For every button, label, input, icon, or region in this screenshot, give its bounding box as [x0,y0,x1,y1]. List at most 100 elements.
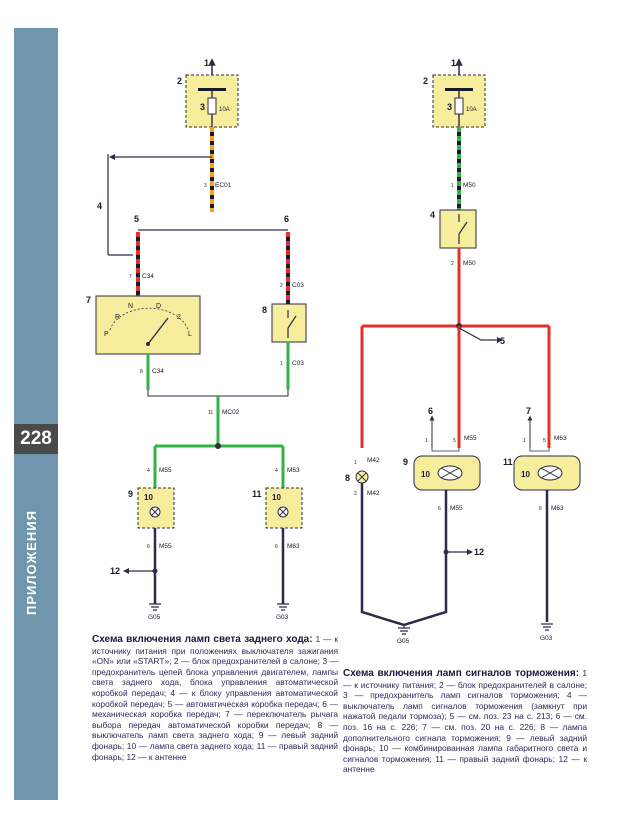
right-m42-top-pin: 1 [354,460,357,466]
left-label-5: 5 [134,214,139,224]
left-label-9: 9 [128,489,133,499]
right-g03: G03 [540,635,553,642]
left-pos-d: D [156,303,161,310]
left-m55-bot: M55 [159,543,172,550]
right-label-8: 8 [345,473,350,483]
left-c34-top: C34 [142,273,154,280]
right-wire-ground-g05 [360,483,448,627]
left-reverse-switch [271,303,307,343]
left-label-3: 3 [200,102,205,112]
left-pos-n: N [128,303,133,310]
right-busbar [445,88,473,91]
right-m55-bot: M55 [450,505,463,512]
caption-left-title: Схема включения ламп света заднего хода: [92,634,313,645]
right-fuse-rating: 10A [466,107,477,113]
left-sw8-blade [287,315,297,329]
caption-reverse-lights: Схема включения ламп света заднего хода:… [92,634,338,762]
left-ground-g03-icon [277,603,289,611]
right-label-7: 7 [526,406,531,416]
right-m55-top: M55 [464,435,477,442]
right-label-9: 9 [403,457,408,467]
left-m63-top: M63 [287,467,300,474]
right-bulb-right-cross [540,467,560,479]
left-fuse [207,97,217,115]
sidebar-strip: 228 ПРИЛОЖЕНИЯ [14,28,58,800]
left-c03-bot: C03 [292,360,304,367]
left-fuse-rating: 10A [219,107,230,113]
caption-brake-lights: Схема включения ламп сигналов торможения… [343,668,587,775]
right-brake-switch [439,209,477,249]
right-g05: G05 [397,638,410,645]
right-label-10a: 10 [421,470,430,479]
left-label-6: 6 [284,214,289,224]
right-m55-bot-pin: 6 [438,506,441,512]
left-m63-bot: M63 [287,543,300,550]
right-m55-pin5: 5 [453,438,456,444]
left-m55-top: M55 [159,467,172,474]
right-m50-bot-pin: 2 [451,261,454,267]
right-label-10b: 10 [521,470,530,479]
right-ground-g03-icon [541,623,553,631]
right-branch-5 [458,327,503,343]
left-node-antenna [152,568,158,574]
caption-right-body: 1 — к источнику питания; 2 — блок предох… [343,668,587,775]
left-label-10b: 10 [272,493,281,502]
right-m42-top: M42 [367,457,380,464]
left-m63-bot-pin: 6 [275,544,278,550]
left-mc02: MC02 [222,409,240,416]
right-ground-g05-icon [398,627,410,635]
left-ec01-label: EC01 [215,182,232,189]
left-g05: G05 [148,614,161,621]
left-pos-l: L [188,331,192,338]
right-label-2: 2 [423,76,428,86]
left-m55-top-pin: 4 [147,468,150,474]
left-pos-r: R [115,314,120,321]
right-label-6: 6 [428,406,433,416]
left-m63-top-pin: 4 [275,468,278,474]
right-m63-pin5: 5 [543,438,546,444]
right-bulb-left-cross [440,467,460,479]
right-m42-bot-pin: 2 [354,491,357,497]
left-label-4: 4 [97,201,102,211]
right-m42-bot: M42 [367,490,380,497]
right-conn-m63 [529,448,550,452]
left-pos-p: P [104,331,109,338]
caption-right-title: Схема включения ламп сигналов торможения… [343,668,580,679]
left-c03-top: C03 [292,282,304,289]
left-c34-bot-pin: 8 [140,369,143,375]
left-label-12: 12 [110,566,120,576]
right-label-11: 11 [503,457,513,467]
right-m55-pin1: 1 [425,438,428,444]
left-m55-bot-pin: 6 [147,544,150,550]
left-ec01-pin: 3 [204,183,207,189]
left-label-7: 7 [86,295,91,305]
left-ground-g05-icon [149,603,161,611]
right-m63-bot: M63 [551,505,564,512]
left-pos-2: 2 [177,314,181,321]
right-m63-pin1: 1 [523,438,526,444]
right-label-3: 3 [447,102,452,112]
caption-left-body: 1 — к источнику питания при положениях в… [92,634,338,762]
left-c03-bot-pin: 1 [280,361,283,367]
right-label-1: 1 [451,58,456,68]
left-g03: G03 [276,614,289,621]
left-label-11: 11 [252,489,262,499]
right-sw4-blade [458,221,468,235]
right-m50-top: M50 [463,182,476,189]
right-conn-m55 [431,448,460,452]
right-label-4: 4 [430,210,435,220]
left-label-10a: 10 [144,493,153,502]
right-diagram: 1 2 3 10A 1 M50 4 2 M50 5 6 7 [345,58,581,645]
left-c34-bot: C34 [152,368,164,375]
right-fuse [454,97,464,115]
left-selector-arm [147,317,169,345]
right-m50-top-pin: 1 [451,183,454,189]
left-label-2: 2 [177,76,182,86]
right-m63-bot-pin: 6 [539,506,542,512]
right-label-5: 5 [500,336,505,346]
right-node-antenna [443,549,449,555]
left-selector-pivot [146,342,150,346]
right-m63-top: M63 [554,435,567,442]
left-busbar [198,88,226,91]
